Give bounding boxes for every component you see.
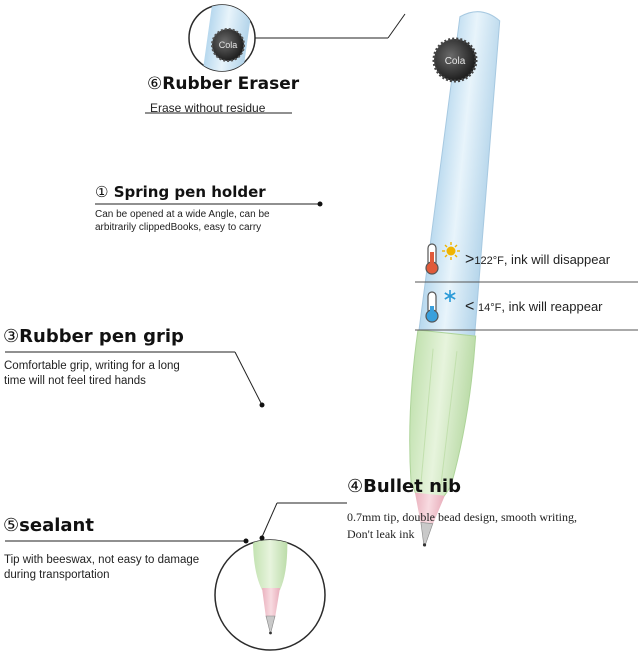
- eraser-desc: Erase without residue: [150, 101, 266, 115]
- eraser-cap-icon: Cola: [432, 37, 478, 83]
- temp-cold-symbol: <: [465, 298, 475, 315]
- sealant-desc-line-2: during transportation: [4, 569, 110, 581]
- leader-lines: [5, 13, 406, 542]
- temp-hot-unit: °F: [492, 255, 504, 267]
- eraser-title-text: Rubber Eraser: [162, 74, 300, 94]
- pen-body: [409, 11, 501, 547]
- eraser-title: ⑥Rubber Eraser: [147, 74, 299, 94]
- snowflake-icon: [444, 290, 456, 302]
- grip-desc: Comfortable grip, writing for a long tim…: [4, 359, 180, 389]
- nib-number: ④: [347, 476, 364, 497]
- nib-title: ④Bullet nib: [347, 476, 461, 497]
- thermometer-hot-icon: [425, 243, 439, 275]
- eraser-zoom-circle: Cola: [188, 4, 256, 72]
- nib-desc-line-2: Don't leak ink: [347, 527, 415, 541]
- temp-hot-text: , ink will disappear: [503, 252, 611, 267]
- temp-hot-row: >122°F, ink will disappear: [465, 251, 610, 269]
- sealant-title-text: sealant: [19, 515, 94, 536]
- sealant-desc: Tip with beeswax, not easy to damage dur…: [4, 553, 199, 583]
- temp-cold-value: 14: [477, 302, 491, 314]
- holder-desc-line-2: arbitrarily clippedBooks, easy to carry: [95, 222, 262, 233]
- nib-desc: 0.7mm tip, double bead design, smooth wr…: [347, 509, 577, 543]
- svg-text:Cola: Cola: [219, 40, 238, 50]
- grip-desc-line-2: time will not feel tired hands: [4, 375, 146, 387]
- holder-title-text: Spring pen holder: [113, 183, 266, 201]
- grip-title-text: Rubber pen grip: [19, 326, 184, 347]
- sealant-desc-line-1: Tip with beeswax, not easy to damage: [4, 554, 200, 566]
- temp-cold-row: < 14°F, ink will reappear: [465, 298, 603, 316]
- grip-title: ③Rubber pen grip: [3, 326, 184, 347]
- nib-desc-line-1: 0.7mm tip, double bead design, smooth wr…: [347, 510, 577, 524]
- sealant-number: ⑤: [3, 515, 20, 536]
- grip-desc-line-1: Comfortable grip, writing for a long: [4, 360, 180, 372]
- grip-number: ③: [3, 326, 20, 347]
- sun-icon: [442, 242, 460, 260]
- eraser-number: ⑥: [147, 74, 163, 94]
- svg-text:Cola: Cola: [445, 56, 466, 67]
- thermometer-cold-icon: [425, 291, 439, 323]
- holder-desc: Can be opened at a wide Angle, can be ar…: [95, 208, 270, 234]
- temp-cold-unit: °F: [490, 302, 502, 314]
- temp-hot-symbol: >: [465, 251, 475, 268]
- temp-cold-text: , ink will reappear: [501, 299, 603, 314]
- nib-title-text: Bullet nib: [363, 476, 461, 497]
- temp-hot-value: 122: [474, 255, 493, 267]
- tip-zoom-circle: [214, 539, 326, 651]
- leader-dots: [243, 201, 323, 544]
- holder-desc-line-1: Can be opened at a wide Angle, can be: [95, 209, 270, 220]
- holder-title: ① Spring pen holder: [95, 183, 266, 201]
- holder-number: ①: [95, 183, 109, 201]
- sealant-title: ⑤sealant: [3, 515, 94, 536]
